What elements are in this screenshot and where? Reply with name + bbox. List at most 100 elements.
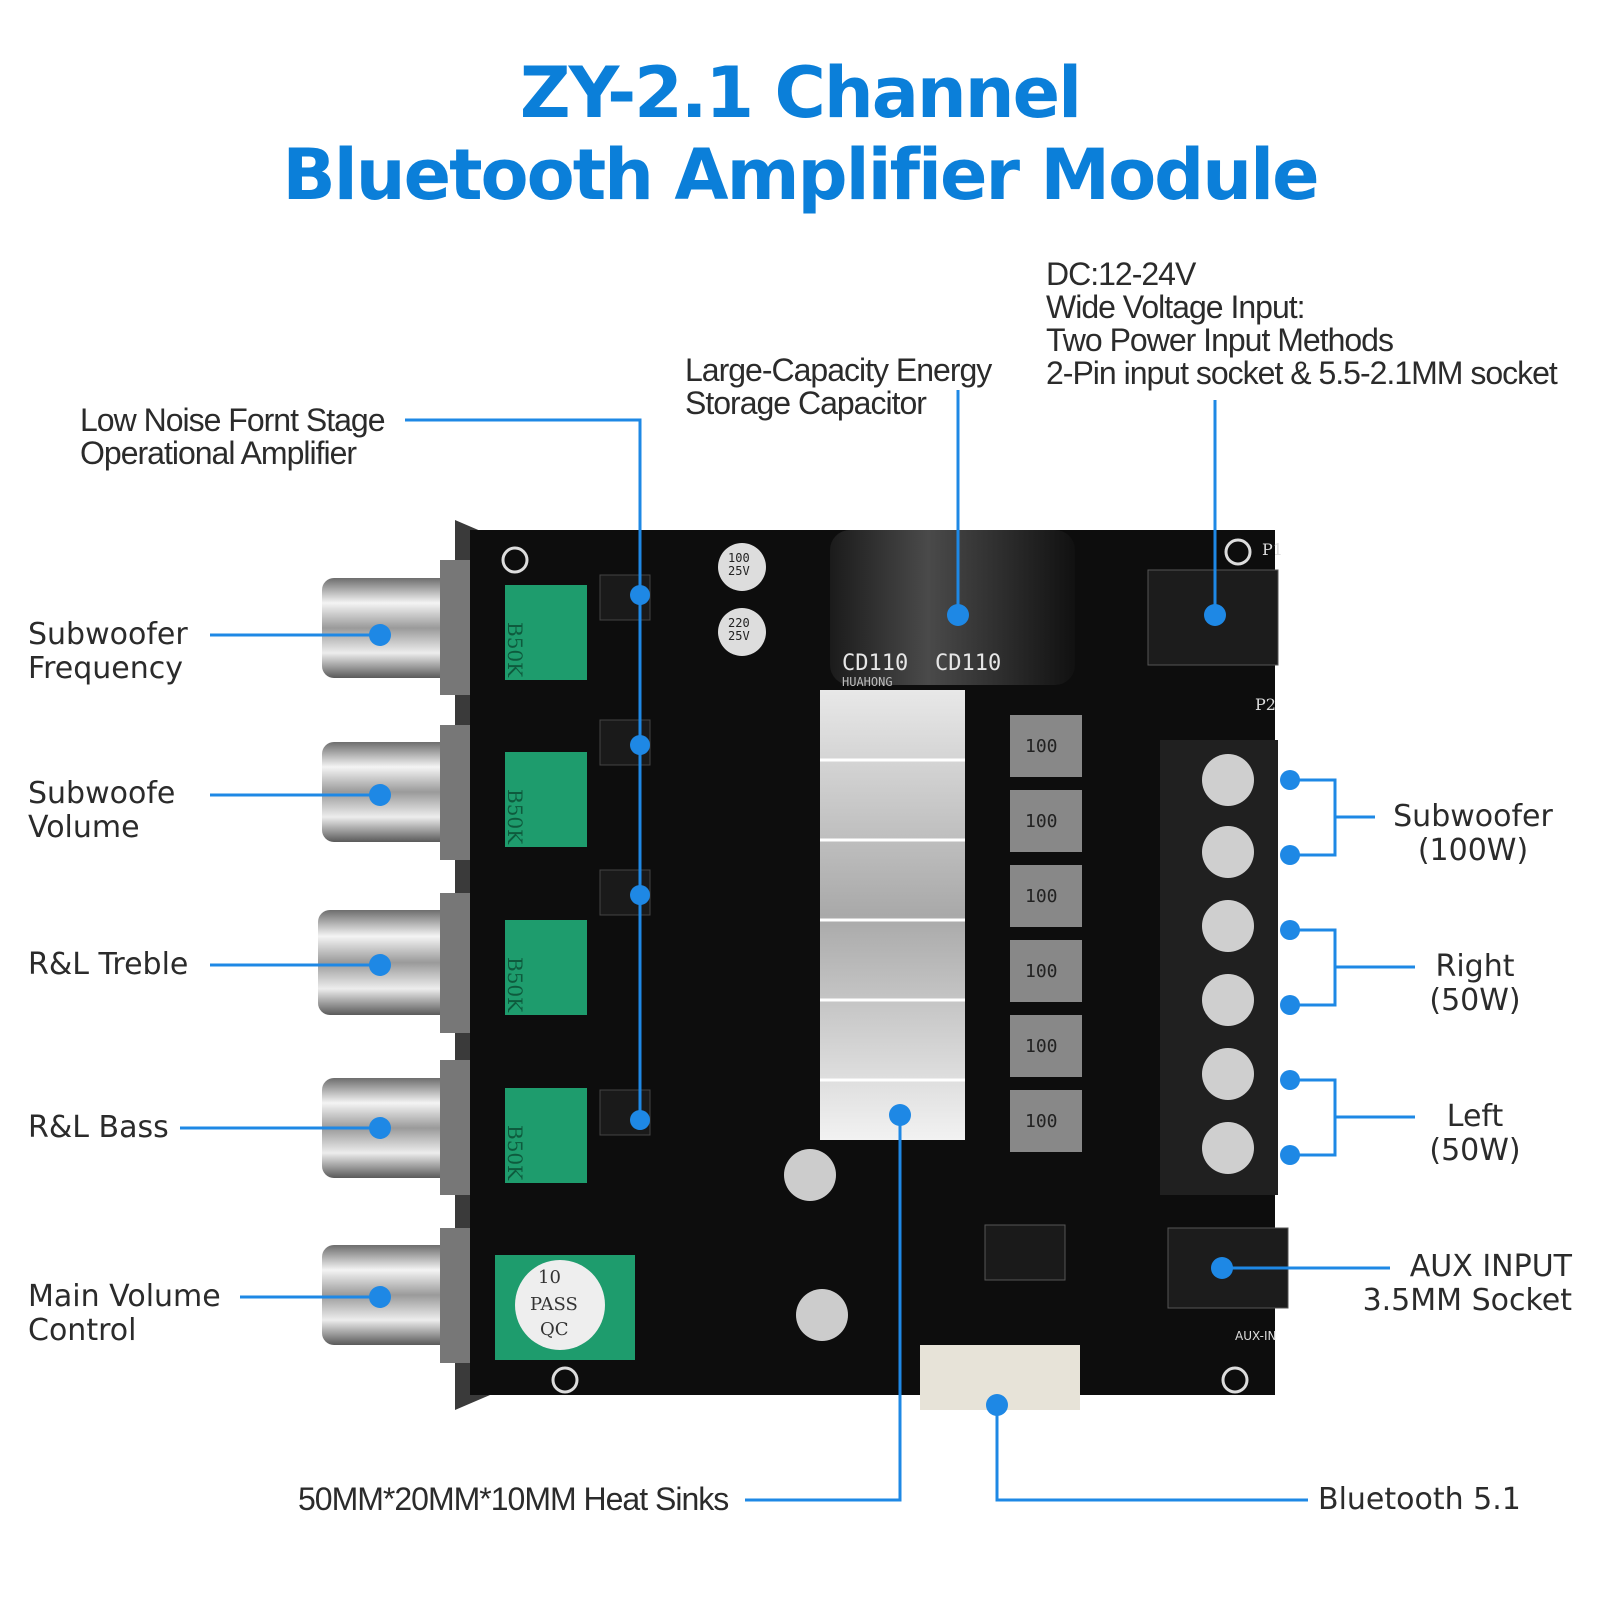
callout-dot — [369, 784, 391, 806]
callout-dot — [369, 1117, 391, 1139]
svg-text:100: 100 — [1025, 961, 1058, 982]
capacitor-line-1: Large-Capacity Energy — [685, 352, 992, 388]
heatsink — [820, 690, 965, 1140]
svg-text:100: 100 — [1025, 1111, 1058, 1132]
small-capacitor — [784, 1149, 836, 1201]
mount-hole — [501, 546, 529, 574]
mount-hole — [551, 1366, 579, 1394]
sub-volume-callout: Subwoofe Volume — [28, 777, 175, 845]
main-volume-callout: Main Volume Control — [28, 1280, 221, 1348]
sub-out-line-1: Subwoofer — [1393, 799, 1553, 834]
sub-frequency-callout: Subwoofer Frequency — [28, 618, 188, 686]
aux-line-1: AUX INPUT — [1409, 1249, 1572, 1284]
callout-dot — [630, 585, 650, 605]
left-out-line-1: Left — [1446, 1099, 1504, 1134]
left-out-callout: Left (50W) — [1410, 1100, 1540, 1168]
aux-line-2: 3.5MM Socket — [1362, 1283, 1572, 1318]
mount-hole — [1224, 538, 1252, 566]
inductor: 100 — [1010, 865, 1082, 927]
bluetooth-callout: Bluetooth 5.1 — [1318, 1482, 1521, 1517]
callout-dot — [630, 885, 650, 905]
inductor: 100 — [1010, 1090, 1082, 1152]
svg-text:100: 100 — [1025, 1036, 1058, 1057]
callout-dot — [1280, 1070, 1300, 1090]
opamp-line-2: Operational Amplifier — [80, 435, 357, 471]
svg-text:CD110: CD110 — [935, 651, 1001, 676]
sub-out-callout: Subwoofer (100W) — [1378, 800, 1568, 868]
svg-text:10: 10 — [538, 1267, 561, 1288]
callout-dot — [1280, 920, 1300, 940]
callout-dot — [369, 624, 391, 646]
svg-text:PASS: PASS — [530, 1294, 578, 1315]
svg-text:B50K: B50K — [503, 622, 527, 678]
right-out-line-2: (50W) — [1429, 983, 1521, 1018]
inductor: 100 — [1010, 715, 1082, 777]
svg-text:HUAHONG: HUAHONG — [842, 675, 893, 689]
title-line-1: ZY-2.1 Channel — [519, 52, 1082, 134]
power-line-2: Wide Voltage Input: — [1046, 289, 1306, 325]
svg-text:220: 220 — [728, 616, 750, 630]
power-line-4: 2-Pin input socket & 5.5-2.1MM socket — [1046, 355, 1558, 391]
callout-dot — [369, 954, 391, 976]
right-out-line-1: Right — [1435, 949, 1515, 984]
callout-dot — [1280, 845, 1300, 865]
svg-text:B50K: B50K — [503, 1125, 527, 1181]
inductor: 100 — [1010, 1015, 1082, 1077]
p2-marking: P2 — [1255, 695, 1276, 714]
callout-bracket-right — [1290, 928, 1337, 1007]
svg-text:P1: P1 — [1262, 540, 1283, 559]
sub-frequency-line-1: Subwoofer — [28, 617, 188, 652]
svg-text:B50K: B50K — [503, 957, 527, 1013]
treble-callout: R&L Treble — [28, 947, 189, 982]
power-line-1: DC:12-24V — [1046, 256, 1196, 292]
svg-text:100: 100 — [1025, 811, 1058, 832]
knob-sub-frequency[interactable] — [322, 560, 470, 695]
mount-hole — [1221, 1366, 1249, 1394]
aux-callout: AUX INPUT 3.5MM Socket — [1362, 1250, 1572, 1318]
small-capacitor: 100 25V — [718, 543, 766, 591]
qc-pass-sticker — [515, 1260, 605, 1350]
bass-callout: R&L Bass — [28, 1110, 169, 1145]
svg-text:100: 100 — [728, 551, 750, 565]
sub-volume-line-2: Volume — [28, 810, 140, 845]
svg-text:AUX-IN: AUX-IN — [1235, 1329, 1276, 1343]
callout-dot — [1280, 1145, 1300, 1165]
knob-main-volume[interactable] — [322, 1228, 470, 1363]
title-line-2: Bluetooth Amplifier Module — [282, 134, 1319, 216]
sub-out-line-2: (100W) — [1417, 833, 1529, 868]
inductor: 100 — [1010, 940, 1082, 1002]
callout-dot — [986, 1394, 1008, 1416]
callout-dot — [630, 1110, 650, 1130]
small-capacitor: 220 25V — [718, 608, 766, 656]
callout-dot — [1280, 995, 1300, 1015]
left-out-line-2: (50W) — [1429, 1133, 1521, 1168]
callout-line-bluetooth — [995, 1405, 1308, 1502]
callout-bracket-sub — [1290, 778, 1337, 857]
bluetooth-chip — [984, 1224, 1066, 1281]
potentiometer: B50K — [503, 585, 587, 680]
power-callout: DC:12-24V Wide Voltage Input: Two Power … — [1046, 256, 1558, 391]
potentiometer: B50K — [503, 920, 587, 1015]
knob-bass[interactable] — [322, 1060, 470, 1195]
svg-text:QC: QC — [540, 1319, 569, 1340]
svg-text:100: 100 — [1025, 886, 1058, 907]
potentiometer: B50K — [503, 1088, 587, 1183]
right-out-callout: Right (50W) — [1410, 950, 1540, 1018]
potentiometer: B50K — [503, 752, 587, 847]
callout-bracket-left — [1290, 1078, 1337, 1157]
callout-dot — [630, 735, 650, 755]
svg-text:B50K: B50K — [503, 789, 527, 845]
callout-dot — [369, 1286, 391, 1308]
callout-line-heatsink — [745, 1115, 902, 1502]
callout-dot — [1204, 604, 1226, 626]
knob-sub-volume[interactable] — [322, 725, 470, 860]
svg-text:25V: 25V — [728, 564, 750, 578]
svg-text:25V: 25V — [728, 629, 750, 643]
speaker-terminal-block — [1160, 740, 1278, 1195]
knob-treble[interactable] — [318, 893, 470, 1033]
capacitor-callout: Large-Capacity Energy Storage Capacitor — [685, 352, 992, 420]
potentiometer-with-switch: 10 PASS QC — [495, 1255, 635, 1360]
sub-volume-line-1: Subwoofe — [28, 776, 176, 811]
opamp-callout: Low Noise Fornt Stage Operational Amplif… — [80, 404, 385, 470]
